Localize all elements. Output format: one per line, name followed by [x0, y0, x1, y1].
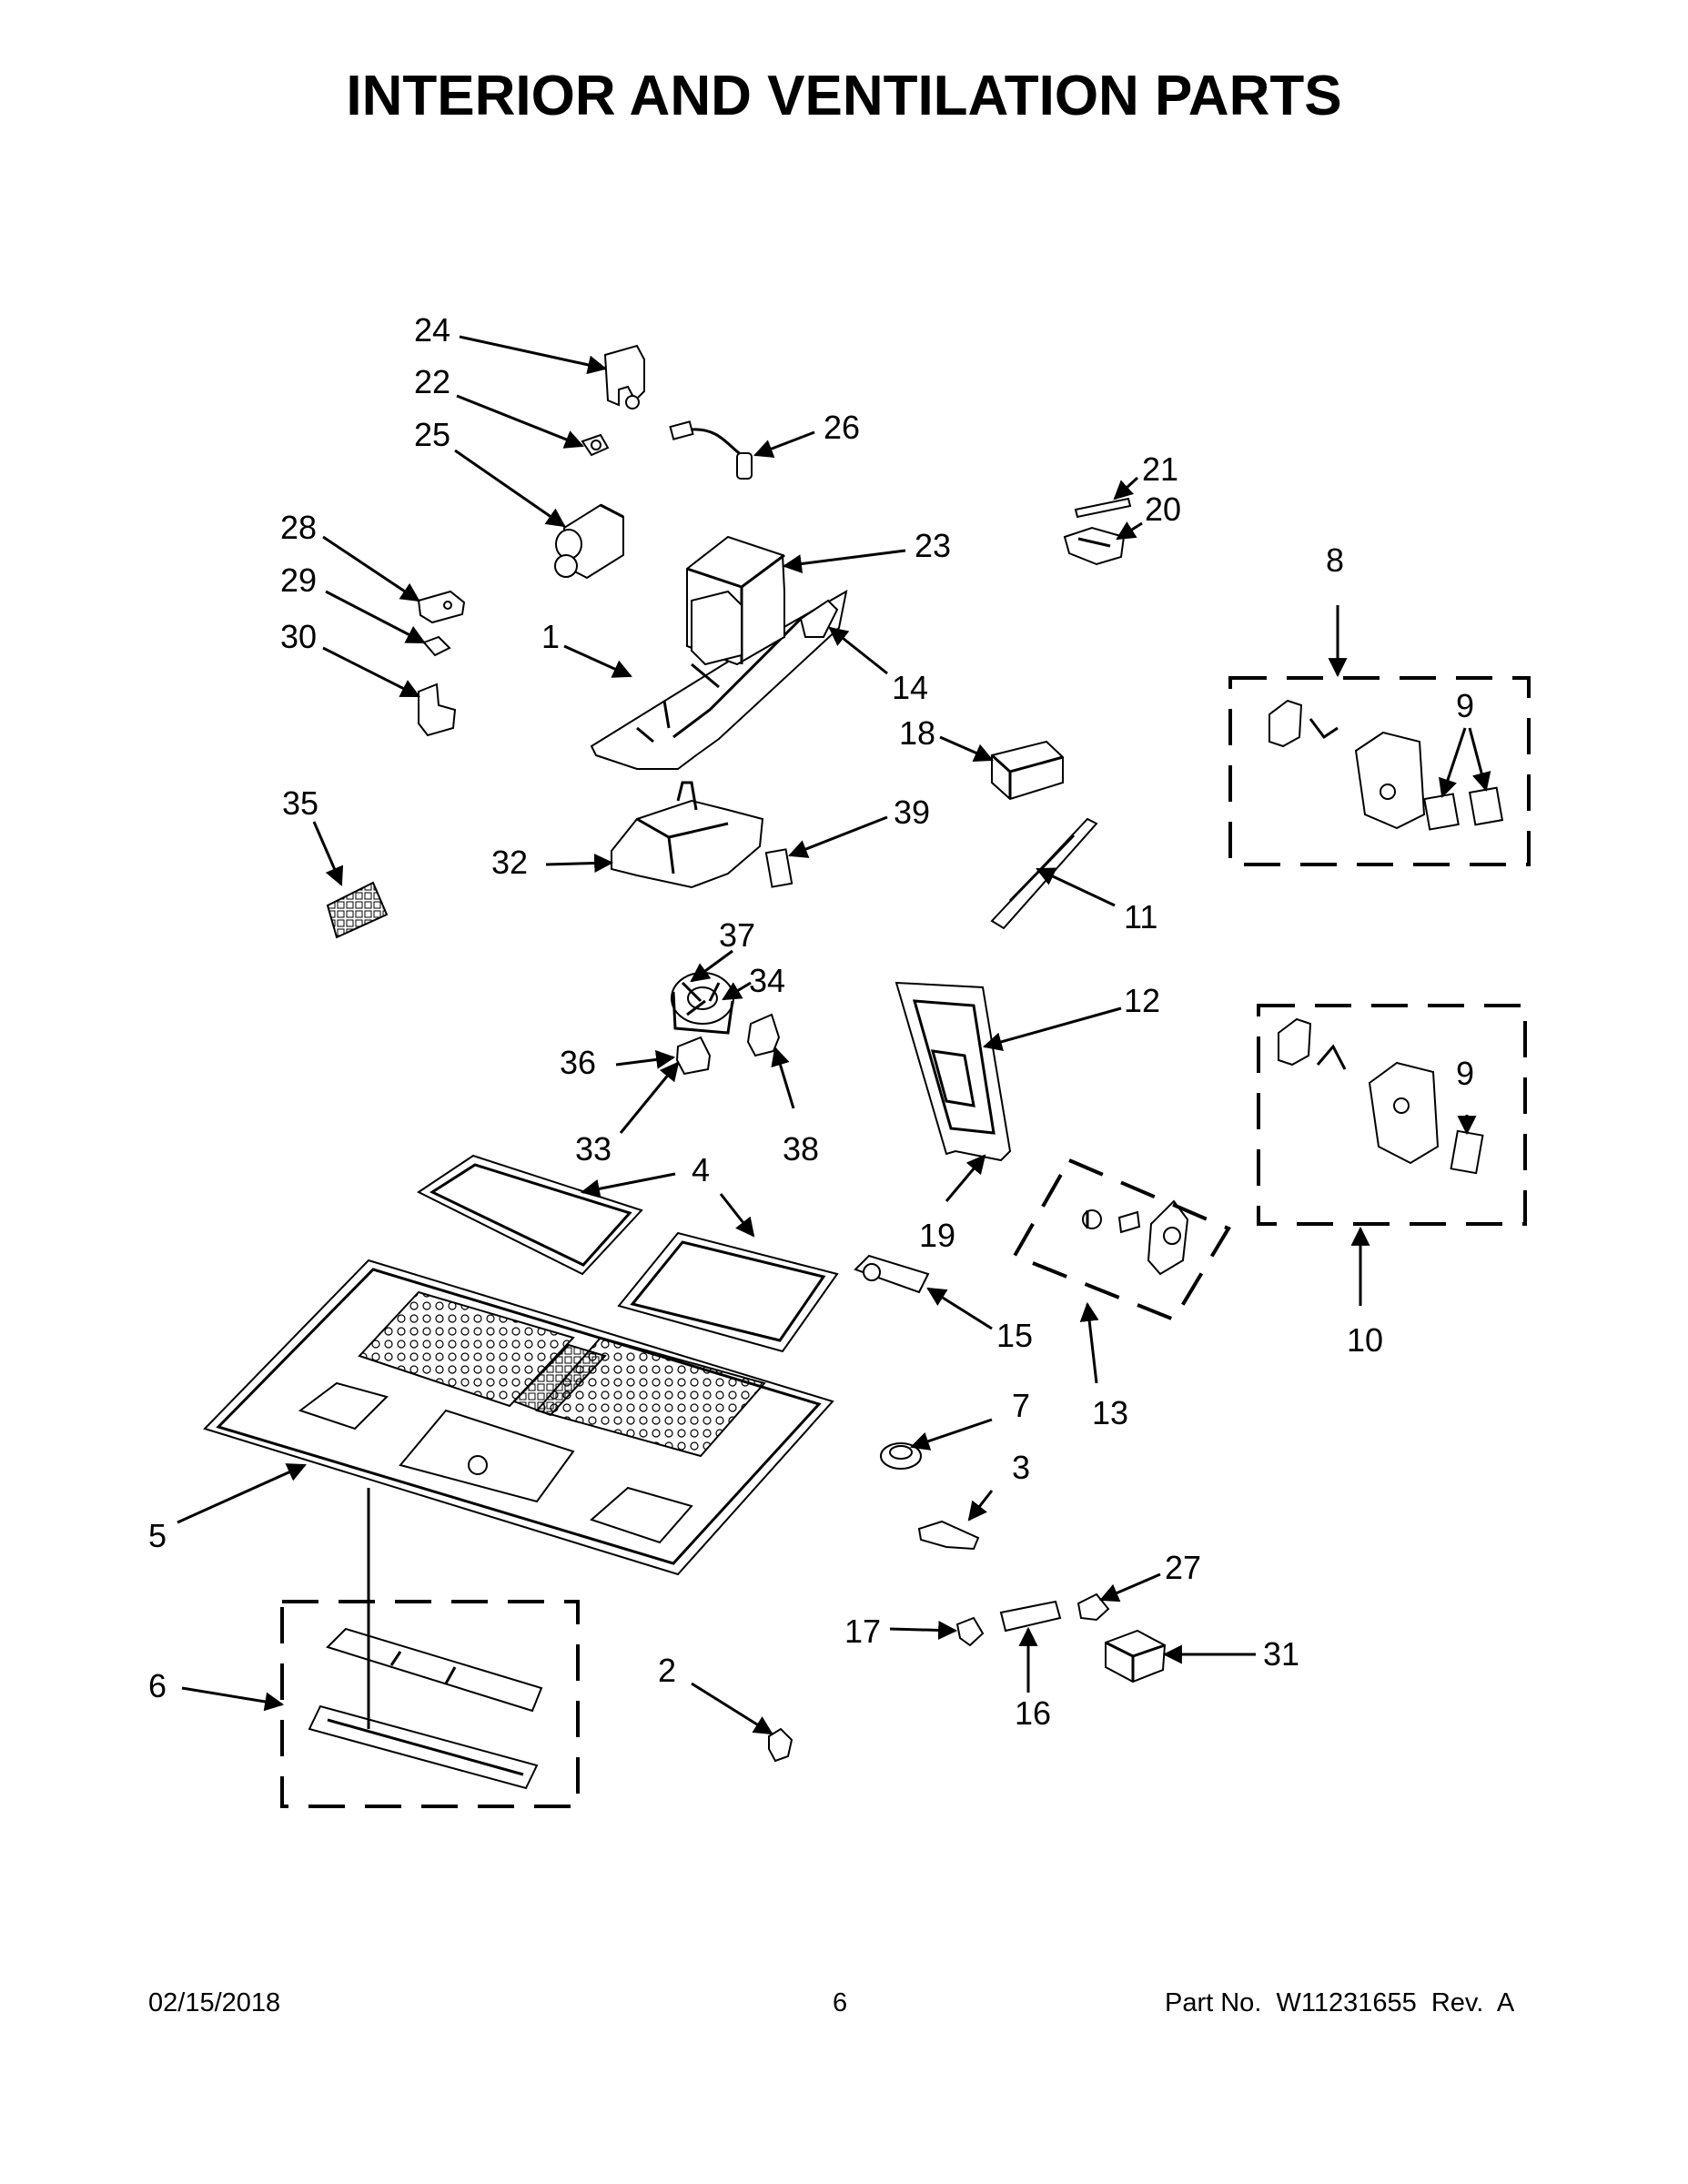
- callout-5: 5: [148, 1517, 167, 1554]
- callout-27: 27: [1165, 1549, 1201, 1586]
- callout-22: 22: [414, 363, 450, 400]
- part-25-capacitor: [554, 503, 624, 580]
- part-3-bracket: [917, 1520, 980, 1551]
- callout-1: 1: [541, 618, 560, 655]
- part-24-bracket: [603, 344, 645, 410]
- callout-32: 32: [491, 844, 528, 881]
- part-30-bracket: [418, 682, 457, 737]
- callout-36: 36: [560, 1044, 596, 1081]
- part-33-bracket: [675, 1036, 712, 1076]
- box-10: [1257, 1004, 1527, 1226]
- callout-23: 23: [915, 527, 951, 564]
- part-8-switch-assembly: [1269, 699, 1426, 830]
- callout-3: 3: [1012, 1449, 1030, 1486]
- box-6: [280, 1600, 580, 1808]
- part-28-bracket: [417, 590, 466, 624]
- part-6-vent-grille: [308, 1627, 543, 1790]
- callout-21: 21: [1142, 450, 1178, 488]
- callout-15: 15: [996, 1317, 1033, 1354]
- part-22-clip: [581, 433, 610, 457]
- part-21-rod: [1074, 497, 1132, 519]
- callout-6: 6: [148, 1667, 167, 1704]
- callout-31: 31: [1263, 1635, 1299, 1673]
- callout-7: 7: [1012, 1387, 1030, 1424]
- part-18-relay: [990, 740, 1064, 801]
- callout-18: 18: [899, 714, 935, 752]
- callout-39: 39: [894, 794, 930, 831]
- part-15-plate: [854, 1254, 930, 1294]
- callout-34: 34: [749, 962, 785, 999]
- callout-13: 13: [1092, 1394, 1128, 1431]
- part-4-filters: [417, 1154, 839, 1353]
- page-title: INTERIOR AND VENTILATION PARTS: [346, 65, 1342, 127]
- callout-14: 14: [892, 669, 928, 706]
- part-5-cavity-panel: [203, 1259, 834, 1576]
- footer-part-number: Part No. W11231655 Rev. A: [1165, 1988, 1515, 2017]
- callout-12: 12: [1124, 982, 1160, 1019]
- callout-2: 2: [658, 1652, 676, 1689]
- callout-26: 26: [824, 409, 860, 446]
- callout-labels: 24 22 26 25 21 20 23 28 29 30 1 8 14 9 1…: [148, 311, 1474, 1732]
- part-26-thermal-fuse: [669, 420, 753, 480]
- callout-19: 19: [919, 1217, 955, 1254]
- callout-9b: 9: [1456, 1055, 1474, 1092]
- part-35-grille: [326, 881, 389, 939]
- callout-11: 11: [1124, 898, 1157, 935]
- callout-16: 16: [1015, 1694, 1051, 1732]
- part-9a-switches: [1423, 786, 1504, 831]
- callout-17: 17: [844, 1613, 881, 1650]
- callout-28: 28: [280, 509, 317, 546]
- footer-date: 02/15/2018: [148, 1988, 281, 2017]
- callout-24: 24: [414, 311, 450, 349]
- part-20-bracket: [1063, 526, 1126, 566]
- part-2-clip: [768, 1727, 793, 1763]
- callout-35: 35: [282, 784, 318, 822]
- callout-10: 10: [1347, 1321, 1383, 1359]
- part-17-socket: [955, 1616, 985, 1647]
- callout-9a: 9: [1456, 687, 1474, 724]
- callout-30: 30: [280, 618, 317, 655]
- part-14-bracket: [799, 599, 839, 638]
- callout-20: 20: [1145, 490, 1181, 528]
- part-10-switch-assembly: [1278, 1017, 1440, 1165]
- box-8: [1228, 676, 1531, 866]
- box-13: [1012, 1158, 1231, 1322]
- part-32-duct: [611, 781, 764, 889]
- part-29-diode: [422, 635, 451, 657]
- callout-4: 4: [692, 1151, 710, 1188]
- part-9b-switch: [1450, 1129, 1484, 1175]
- part-23-transformer: [686, 535, 785, 666]
- leader-lines: [177, 335, 1491, 1735]
- part-31-box: [1105, 1629, 1167, 1684]
- part-34-fan-motor: [671, 972, 734, 1035]
- footer-page-number: 6: [833, 1988, 848, 2017]
- part-12-plate: [895, 981, 1012, 1162]
- callout-37: 37: [719, 916, 755, 954]
- part-13-assembly: [1082, 1199, 1189, 1276]
- callout-8: 8: [1326, 541, 1344, 579]
- callout-38: 38: [783, 1130, 819, 1168]
- callout-25: 25: [414, 416, 450, 453]
- part-16-tube: [999, 1600, 1062, 1633]
- part-39-damper: [764, 848, 793, 888]
- callout-33: 33: [575, 1130, 612, 1168]
- callout-29: 29: [280, 561, 317, 599]
